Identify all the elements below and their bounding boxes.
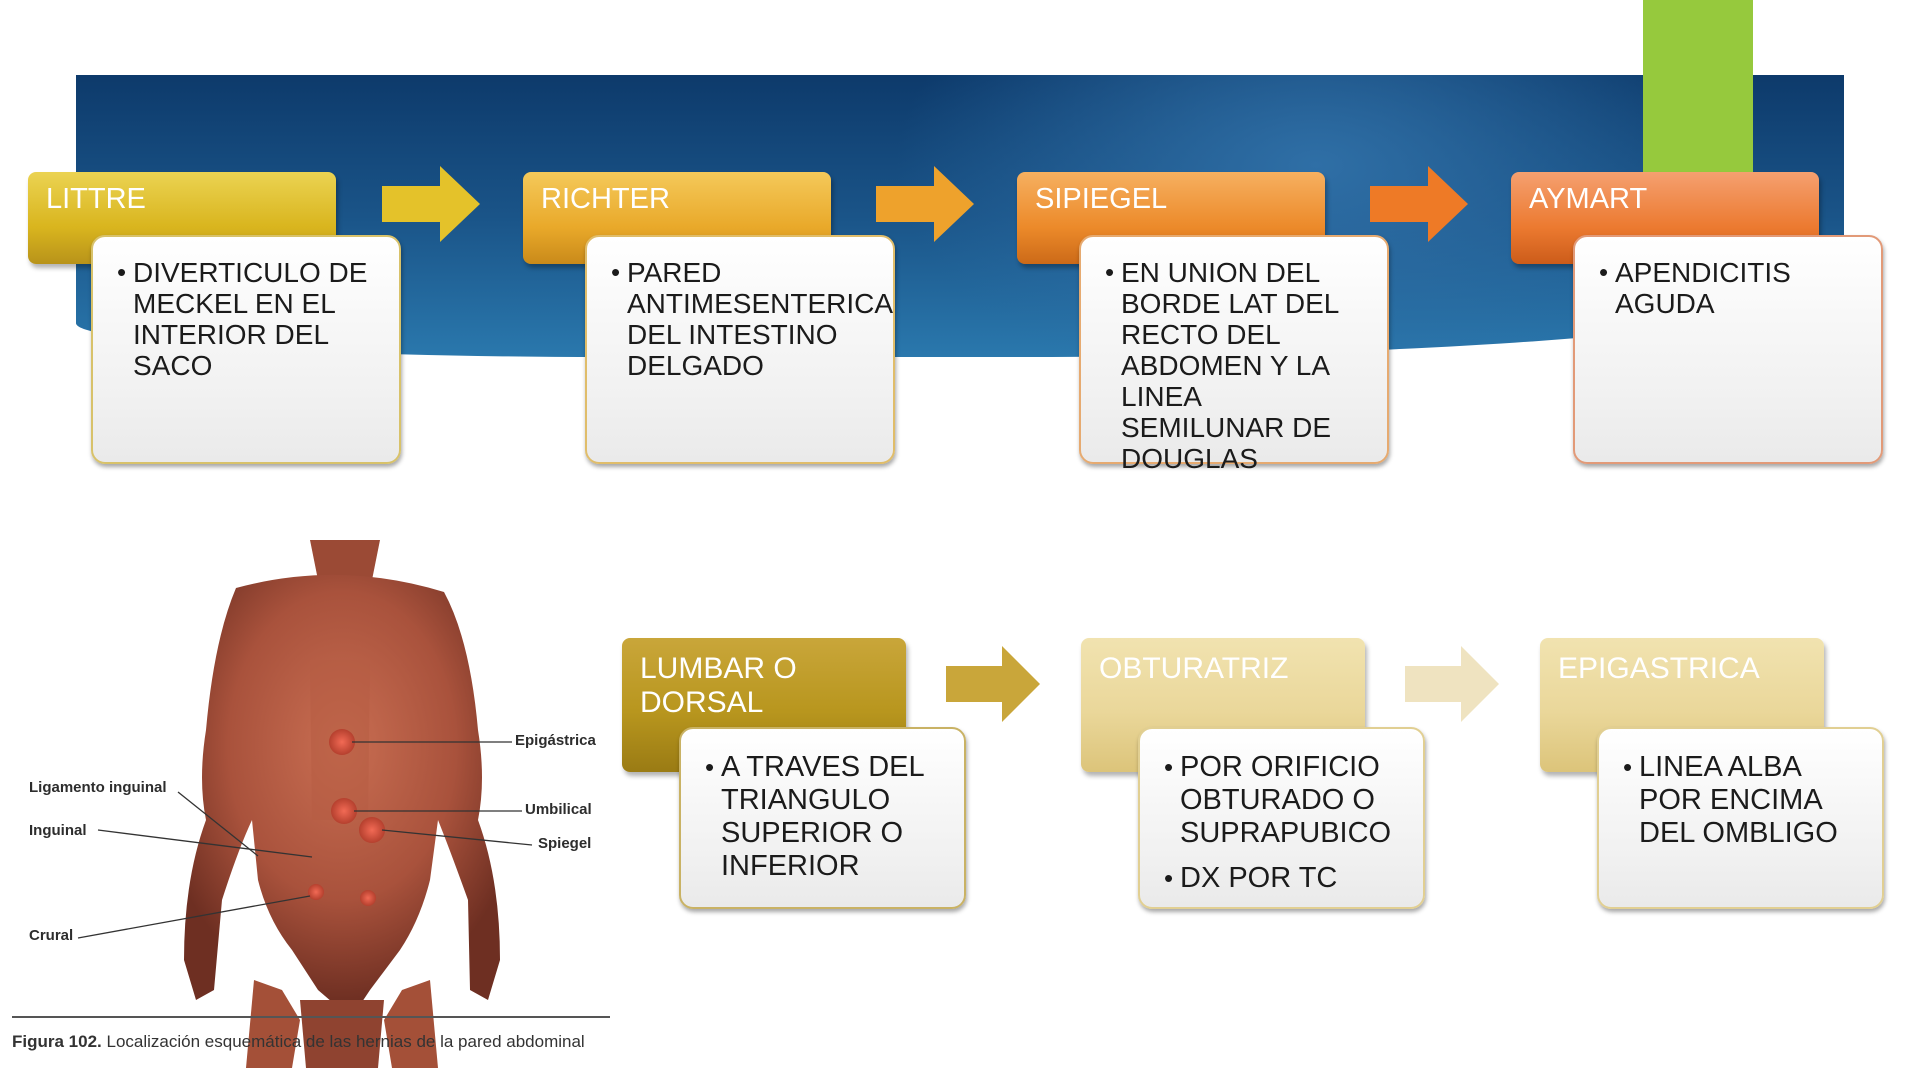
card-title: SIPIEGEL — [1035, 183, 1168, 215]
label-ligamento-inguinal: Ligamento inguinal — [29, 779, 167, 796]
arrow-right-icon — [946, 646, 1040, 722]
card-body-spiegel: EN UNION DEL BORDE LAT DEL RECTO DEL ABD… — [1079, 235, 1389, 474]
caption-divider — [12, 1016, 610, 1018]
arrow-right-icon — [1370, 166, 1468, 242]
caption-text: Localización esquemática de las hernias … — [106, 1032, 585, 1051]
label-spiegel: Spiegel — [538, 835, 592, 852]
bullet-item: EN UNION DEL BORDE LAT DEL RECTO DEL ABD… — [1105, 257, 1371, 474]
arrow-right-icon — [1405, 646, 1499, 722]
bullet-item: A TRAVES DEL TRIANGULO SUPERIOR O INFERI… — [705, 751, 948, 883]
bullet-item: LINEA ALBA POR ENCIMA DEL OMBLIGO — [1623, 751, 1866, 850]
card-title: LITTRE — [46, 183, 146, 215]
card-title: RICHTER — [541, 183, 670, 215]
arrow-right-icon — [876, 166, 974, 242]
card-title: LUMBAR O DORSAL — [640, 652, 797, 719]
card-title: EPIGASTRICA — [1558, 652, 1760, 685]
card-body-obturatriz: POR ORIFICIO OBTURADO O SUPRAPUBICO DX P… — [1138, 727, 1425, 909]
card-title: AYMART — [1529, 183, 1648, 215]
card-body-richter: PARED ANTIMESENTERICA DEL INTESTINO DELG… — [585, 235, 895, 464]
caption-label: Figura 102. — [12, 1032, 102, 1051]
figure-caption: Figura 102. Localización esquemática de … — [12, 1030, 612, 1054]
bullet-item: DIVERTICULO DE MECKEL EN EL INTERIOR DEL… — [117, 257, 383, 381]
label-crural: Crural — [29, 927, 74, 944]
card-title: OBTURATRIZ — [1099, 652, 1289, 685]
torso-illustration — [77, 540, 533, 1068]
label-inguinal: Inguinal — [29, 822, 87, 839]
label-umbilical: Umbilical — [525, 801, 592, 818]
bullet-item: DX POR TC — [1164, 862, 1407, 895]
bullet-item: PARED ANTIMESENTERICA DEL INTESTINO DELG… — [611, 257, 891, 381]
card-body-epigastrica: LINEA ALBA POR ENCIMA DEL OMBLIGO — [1597, 727, 1884, 909]
card-body-lumbar: A TRAVES DEL TRIANGULO SUPERIOR O INFERI… — [679, 727, 966, 909]
bullet-item: POR ORIFICIO OBTURADO O SUPRAPUBICO — [1164, 751, 1407, 850]
card-body-littre: DIVERTICULO DE MECKEL EN EL INTERIOR DEL… — [91, 235, 401, 464]
card-body-aymart: APENDICITIS AGUDA — [1573, 235, 1883, 464]
green-accent-bar — [1643, 0, 1753, 172]
bullet-item: APENDICITIS AGUDA — [1599, 257, 1865, 319]
label-epigastrica: Epigástrica — [515, 732, 596, 749]
arrow-right-icon — [382, 166, 480, 242]
